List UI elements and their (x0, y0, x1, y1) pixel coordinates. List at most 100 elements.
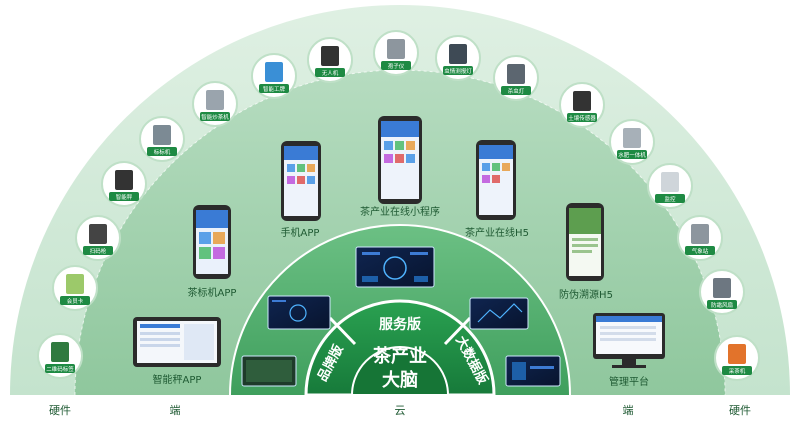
management-platform-label: 管理平台 (609, 375, 649, 388)
drone-device: 无人机 (307, 37, 353, 83)
bottom-label-hardware-left: 硬件 (49, 404, 71, 417)
camera-tag (655, 194, 685, 203)
camera-label: 监控 (664, 195, 676, 203)
label-machine-icon (153, 125, 171, 145)
core-divider-left (328, 316, 357, 346)
anti-fake-h5-label: 防伪溯源H5 (559, 288, 613, 301)
insect-lamp-label: 杀虫灯 (508, 87, 525, 95)
bottom-label-hardware-right: 硬件 (729, 404, 751, 417)
core-title-line1: 茶产业 (373, 345, 427, 367)
bottom-label-cloud: 云 (395, 404, 406, 417)
weather-station-tag (685, 246, 715, 255)
weather-station-label: 气象站 (692, 247, 709, 255)
spore-trap-icon (387, 39, 405, 59)
inner-ring-edge (229, 224, 571, 396)
smart-kiosk-label: 智能工牌 (263, 85, 286, 93)
spore-trap-label: 孢子仪 (388, 62, 405, 70)
dashboard-screen-bottom-right (505, 355, 561, 387)
pest-lamp-tag (443, 66, 473, 75)
member-card-tag (60, 296, 90, 305)
smart-roaster-label: 智能炒茶机 (201, 113, 229, 121)
soil-sensor-label: 土壤传感器 (568, 114, 596, 122)
tea-picker-label: 采茶机 (729, 367, 746, 375)
core-title-line2: 大脑 (382, 369, 418, 391)
qr-sticker-icon (51, 342, 69, 362)
soil-sensor-device: 土壤传感器 (559, 82, 605, 128)
anti-fake-phone (566, 203, 604, 281)
qr-sticker-label: 二维码标签 (46, 365, 74, 373)
smart-scale-icon (115, 170, 133, 190)
frost-fan-device: 防霜风扇 (699, 269, 745, 315)
dashboard-screen-top (355, 246, 435, 288)
scan-gun-tag (83, 246, 113, 255)
drone-icon (321, 46, 339, 66)
member-card-device: 会员卡 (52, 265, 98, 311)
water-meter-tag (617, 150, 647, 159)
mobile-app-label: 手机APP (281, 226, 320, 239)
camera-device: 监控 (647, 163, 693, 209)
tea-picker-tag (722, 366, 752, 375)
label-machine-device: 标标机 (139, 116, 185, 162)
hardware-layer: 二维码标签 会员卡 扫码枪 智能秤 标标机 智能炒茶机 智能工牌 无人机 孢子仪虫情测报灯杀虫灯… (37, 30, 760, 381)
core-inner-circle (350, 346, 450, 396)
scan-gun-label: 扫码枪 (90, 247, 107, 255)
water-meter-device: 水肥一体机 (609, 119, 655, 165)
pest-lamp-label: 虫情测报灯 (444, 67, 472, 75)
smart-roaster-tag (200, 112, 230, 121)
smart-kiosk-device: 智能工牌 (251, 53, 297, 99)
core-divider-right (443, 316, 472, 346)
soil-sensor-icon (573, 91, 591, 111)
mini-program-phone (378, 116, 422, 204)
mobile-app-phone (281, 141, 321, 221)
spore-trap-device: 孢子仪 (373, 30, 419, 76)
drone-label: 无人机 (322, 69, 339, 77)
dashboard-screen-left (267, 295, 331, 330)
tea-picker-icon (728, 344, 746, 364)
bottom-label-terminal-right: 端 (623, 404, 634, 417)
smart-scale-tablet (133, 317, 221, 367)
weather-station-device: 气象站 (677, 215, 723, 261)
insect-lamp-icon (507, 64, 525, 84)
member-card-label: 会员卡 (67, 297, 84, 305)
qr-sticker-device: 二维码标签 (37, 333, 83, 379)
soil-sensor-tag (567, 113, 597, 122)
dashboard-screen-bottom-left (241, 355, 297, 387)
tea-label-app-label: 茶标机APP (188, 286, 237, 299)
label-machine-label: 标标机 (154, 148, 171, 156)
spore-trap-tag (381, 61, 411, 70)
smart-scale-label: 智能秤 (116, 193, 133, 201)
mini-program-label: 茶产业在线小程序 (360, 205, 440, 218)
tea-label-phone (193, 205, 231, 279)
frost-fan-tag (707, 300, 737, 309)
scan-gun-device: 扫码枪 (75, 215, 121, 261)
management-monitor (593, 313, 665, 368)
frost-fan-icon (713, 278, 731, 298)
core-service-label: 服务版 (379, 316, 421, 333)
scan-gun-icon (89, 224, 107, 244)
smart-roaster-device: 智能炒茶机 (192, 81, 238, 127)
insect-lamp-tag (501, 86, 531, 95)
drone-tag (315, 68, 345, 77)
dashboard-screen-right (469, 297, 529, 330)
weather-station-icon (691, 224, 709, 244)
pest-lamp-device: 虫情测报灯 (435, 35, 481, 81)
water-meter-icon (623, 128, 641, 148)
h5-label: 茶产业在线H5 (465, 226, 529, 239)
tea-picker-device: 采茶机 (714, 335, 760, 381)
h5-phone (476, 140, 516, 220)
pest-lamp-icon (449, 44, 467, 64)
camera-icon (661, 172, 679, 192)
smart-roaster-icon (206, 90, 224, 110)
smart-scale-app-label: 智能秤APP (153, 373, 202, 386)
smart-scale-device: 智能秤 (101, 161, 147, 207)
smart-kiosk-icon (265, 62, 283, 82)
water-meter-label: 水肥一体机 (618, 151, 646, 159)
frost-fan-label: 防霜风扇 (711, 301, 733, 309)
label-machine-tag (147, 147, 177, 156)
bottom-label-terminal-left: 端 (170, 404, 181, 417)
smart-scale-tag (109, 192, 139, 201)
smart-kiosk-tag (259, 84, 289, 93)
member-card-icon (66, 274, 84, 294)
insect-lamp-device: 杀虫灯 (493, 55, 539, 101)
